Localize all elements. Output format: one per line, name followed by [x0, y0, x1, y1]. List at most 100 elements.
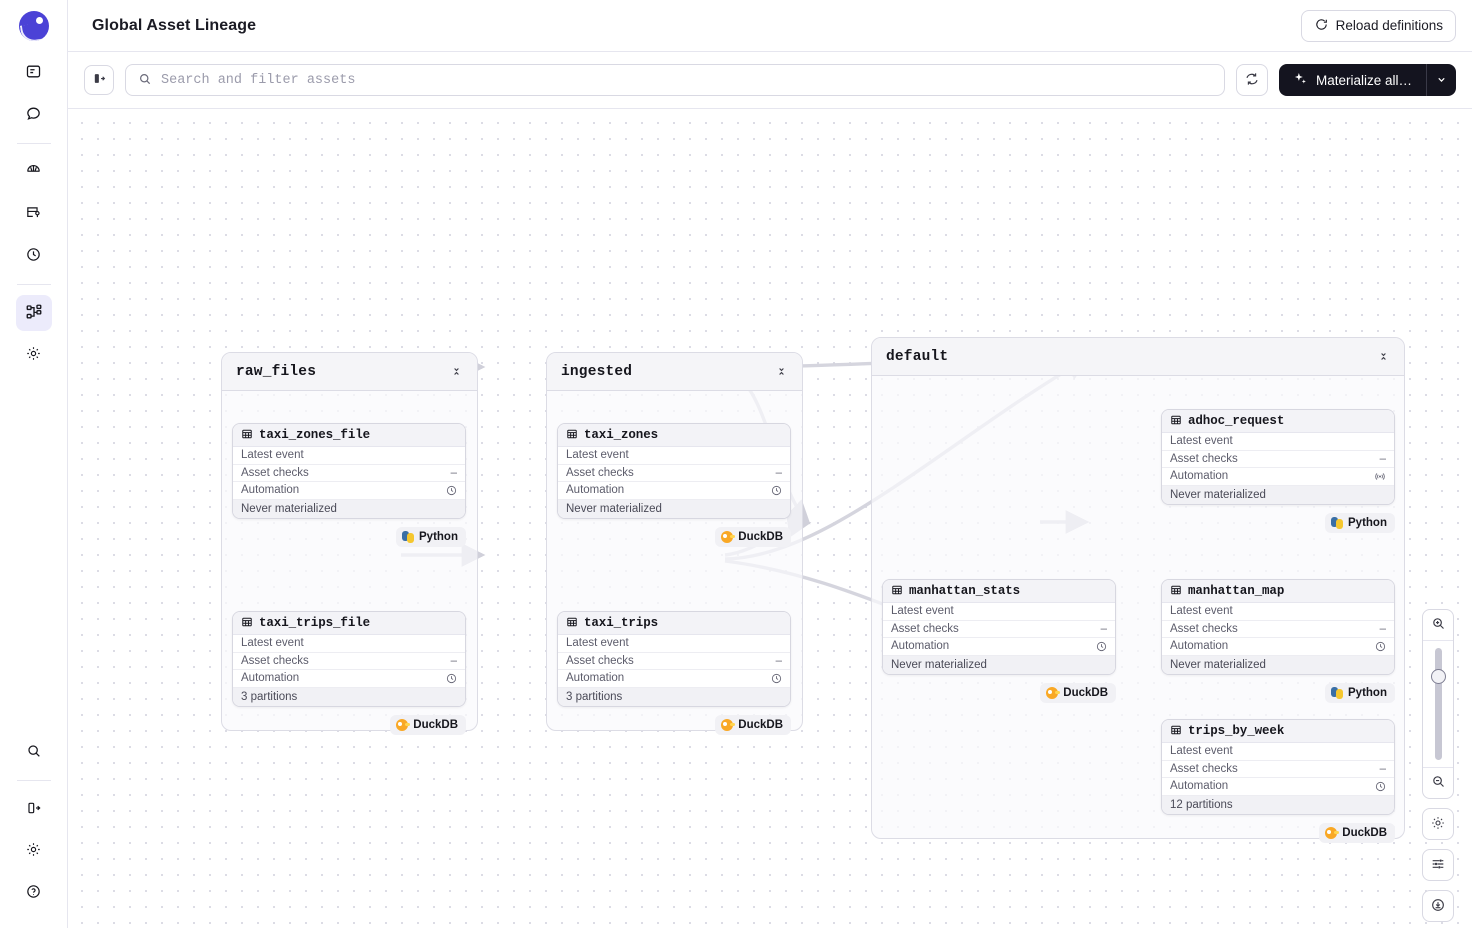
asset-status: Never materialized	[233, 499, 465, 518]
asset-row-latest-event: Latest event	[1162, 433, 1394, 451]
sidebar-item-settings[interactable]	[16, 337, 52, 373]
search-and-filter-bar[interactable]	[125, 64, 1225, 96]
asset-kind-badge[interactable]: DuckDB	[1319, 822, 1395, 843]
zoom-slider-handle[interactable]	[1430, 669, 1446, 685]
sidebar-help-button[interactable]	[16, 875, 52, 911]
table-icon	[1170, 724, 1182, 739]
asset-checks-value: –	[1379, 452, 1386, 465]
latest-event-label: Latest event	[1170, 745, 1233, 758]
materialize-dropdown-button[interactable]	[1426, 64, 1456, 96]
asset-card-header[interactable]: adhoc_request	[1162, 410, 1394, 433]
asset-row-asset-checks: Asset checks–	[1162, 761, 1394, 778]
asset-kind-badge[interactable]: DuckDB	[715, 526, 791, 547]
zoom-slider-bar	[1434, 648, 1442, 760]
asset-group-header[interactable]: default	[872, 338, 1404, 376]
zoom-divider-top	[1423, 640, 1453, 641]
asset-row-automation: Automation	[1162, 778, 1394, 796]
asset-kind-badge[interactable]: DuckDB	[390, 714, 466, 735]
asset-kind-badge[interactable]: Python	[1325, 512, 1395, 533]
sidebar-expand-panel-button[interactable]	[16, 791, 52, 827]
recenter-button[interactable]	[1422, 890, 1454, 922]
asset-group-name: raw_files	[236, 363, 317, 380]
asset-name: trips_by_week	[1188, 724, 1285, 738]
asset-row-asset-checks: Asset checks–	[558, 465, 790, 482]
search-input[interactable]	[161, 72, 1212, 88]
materialize-all-button[interactable]: Materialize all…	[1278, 64, 1426, 96]
asset-row-asset-checks: Asset checks–	[883, 621, 1115, 638]
asset-card-header[interactable]: taxi_zones_file	[233, 424, 465, 447]
clock-icon[interactable]	[1096, 641, 1107, 652]
sidebar-item-schedules[interactable]	[16, 238, 52, 274]
clock-icon[interactable]	[446, 673, 457, 684]
sidebar-item-chat[interactable]	[16, 97, 52, 133]
clock-icon[interactable]	[1375, 781, 1386, 792]
asset-group-name: ingested	[561, 363, 633, 380]
asset-card-header[interactable]: taxi_zones	[558, 424, 790, 447]
materialize-button-group: Materialize all…	[1278, 64, 1456, 96]
sidebar-item-runs[interactable]	[16, 55, 52, 91]
asset-kind-label: DuckDB	[413, 718, 458, 731]
asset-group-header[interactable]: raw_files	[222, 353, 477, 391]
sensor-icon[interactable]	[1374, 471, 1386, 482]
sidebar-item-deployment[interactable]	[16, 154, 52, 190]
asset-checks-label: Asset checks	[891, 622, 959, 635]
asset-kind-badge[interactable]: Python	[396, 526, 466, 547]
asset-row-latest-event: Latest event	[883, 603, 1115, 621]
graph-settings-button[interactable]	[1422, 808, 1454, 840]
sidebar-search-button[interactable]	[16, 734, 52, 770]
refresh-button[interactable]	[1235, 64, 1268, 96]
graph-filters-button[interactable]	[1422, 849, 1454, 881]
app-logo[interactable]	[0, 0, 68, 52]
asset-card-header[interactable]: taxi_trips	[558, 612, 790, 635]
zoom-slider[interactable]	[1423, 641, 1453, 767]
asset-card-header[interactable]: taxi_trips_file	[233, 612, 465, 635]
clock-icon[interactable]	[771, 485, 782, 496]
asset-status: 3 partitions	[558, 687, 790, 706]
clock-icon[interactable]	[1375, 641, 1386, 652]
table-icon	[1170, 414, 1182, 429]
sidebar-item-assets[interactable]	[15, 295, 52, 331]
sidebar-item-jobs[interactable]	[16, 196, 52, 232]
python-icon	[1331, 686, 1344, 699]
asset-lineage-icon	[25, 303, 43, 324]
sidebar-settings-button[interactable]	[16, 833, 52, 869]
asset-badge-row: Python	[1161, 512, 1395, 533]
clock-icon[interactable]	[771, 673, 782, 684]
asset-group-header[interactable]: ingested	[547, 353, 802, 391]
toggle-sidebar-button[interactable]	[84, 65, 114, 95]
asset-name: manhattan_map	[1188, 584, 1285, 598]
collapse-vertical-icon[interactable]	[775, 365, 788, 378]
asset-card-header[interactable]: manhattan_map	[1162, 580, 1394, 603]
collapse-vertical-icon[interactable]	[450, 365, 463, 378]
asset-group-name: default	[886, 348, 949, 365]
zoom-in-button[interactable]	[1423, 610, 1453, 640]
asset-card-header[interactable]: trips_by_week	[1162, 720, 1394, 743]
asset-kind-badge[interactable]: Python	[1325, 682, 1395, 703]
clock-icon[interactable]	[446, 485, 457, 496]
collapse-vertical-icon[interactable]	[1377, 350, 1390, 363]
latest-event-label: Latest event	[241, 637, 304, 650]
zoom-out-button[interactable]	[1423, 768, 1453, 798]
reload-definitions-button[interactable]: Reload definitions	[1300, 9, 1456, 42]
asset-kind-badge[interactable]: DuckDB	[1040, 682, 1116, 703]
python-icon	[402, 530, 415, 543]
asset-card-header[interactable]: manhattan_stats	[883, 580, 1115, 603]
asset-kind-badge[interactable]: DuckDB	[715, 714, 791, 735]
